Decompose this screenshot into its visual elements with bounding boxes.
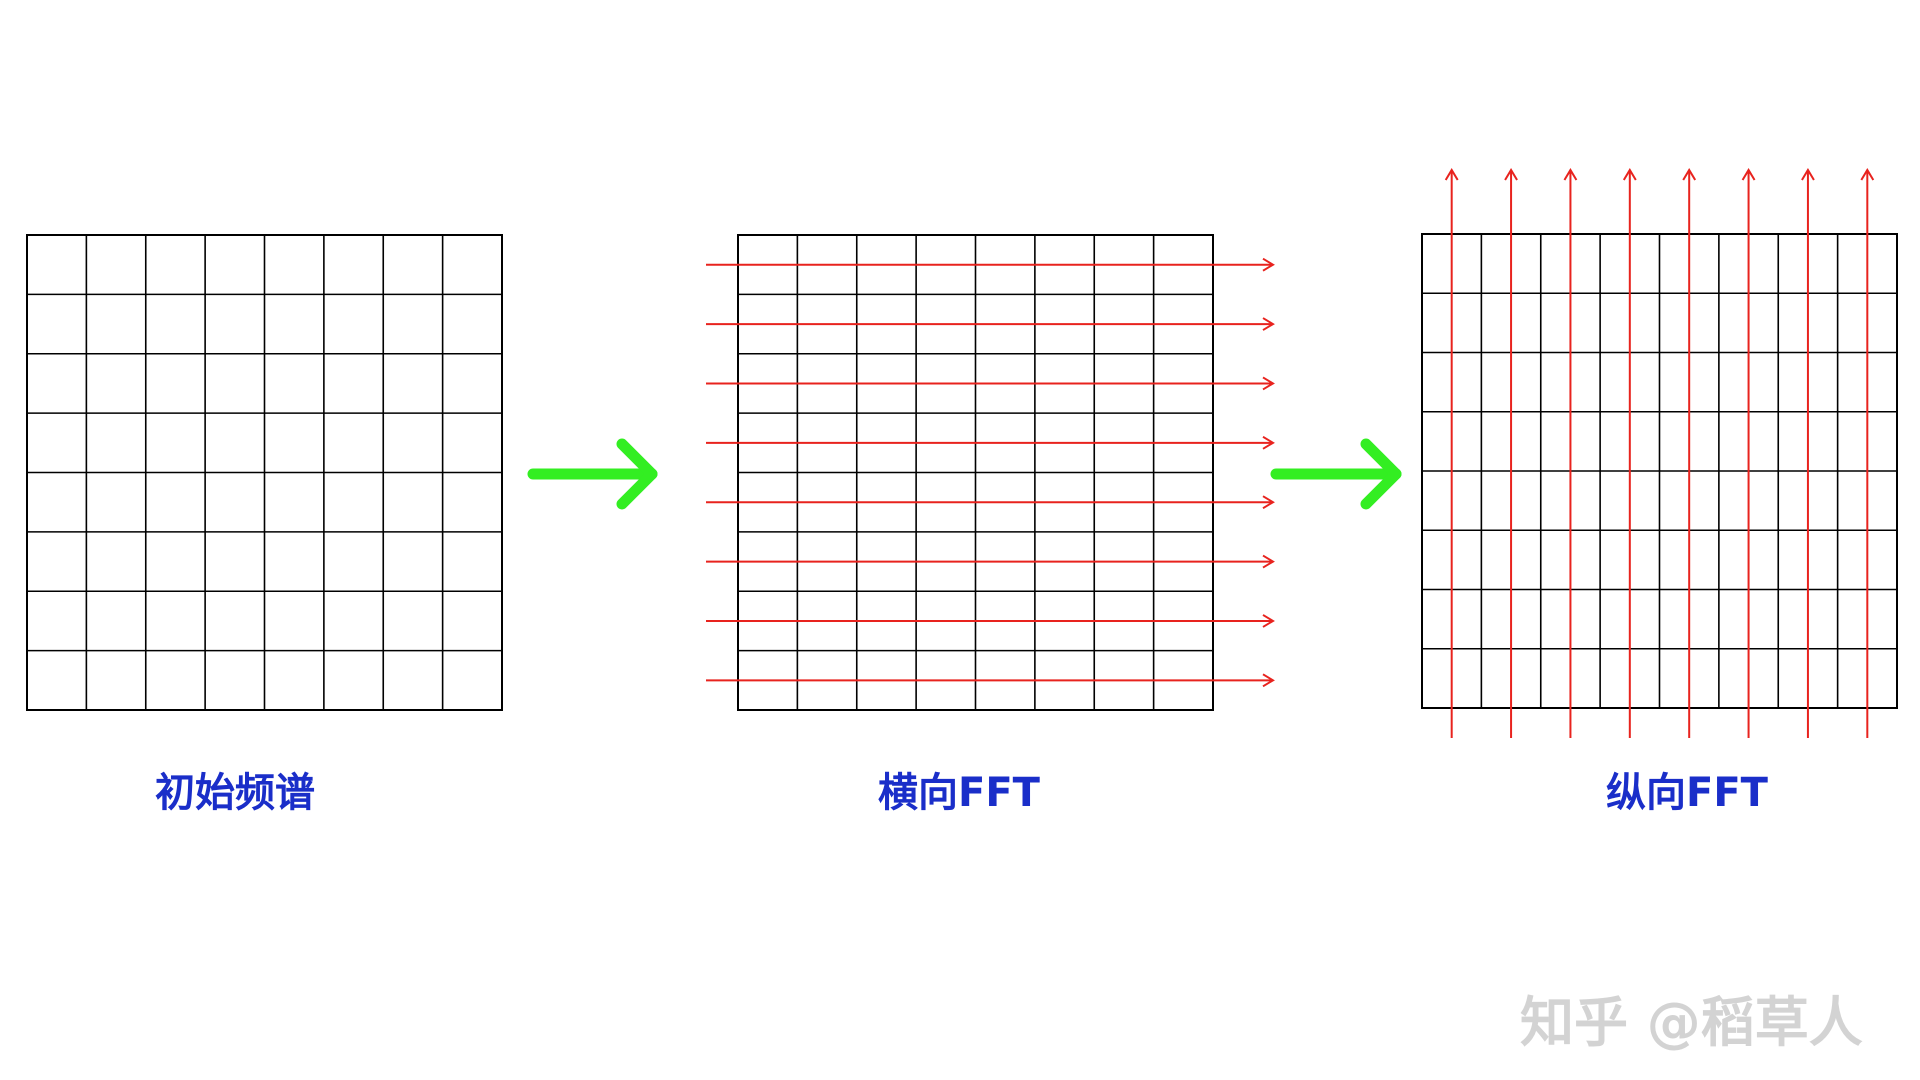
connector-head xyxy=(1360,438,1402,510)
connector-arrow-2 xyxy=(1270,438,1402,510)
connector-head xyxy=(616,438,658,510)
connector-arrow-1 xyxy=(527,438,658,510)
grid-1 xyxy=(26,234,503,711)
stage-label-vertical-fft: 纵向FFT xyxy=(1606,770,1768,816)
vertical-fft-arrows xyxy=(1444,168,1875,738)
grid-2 xyxy=(737,234,1214,711)
stage-label-horizontal-fft: 横向FFT xyxy=(878,770,1040,816)
horizontal-fft-arrows xyxy=(706,257,1275,688)
grid-3 xyxy=(1421,233,1898,709)
watermark: 知乎 @稻草人 xyxy=(1520,991,1863,1054)
stage-label-initial-spectrum: 初始频谱 xyxy=(155,770,315,816)
